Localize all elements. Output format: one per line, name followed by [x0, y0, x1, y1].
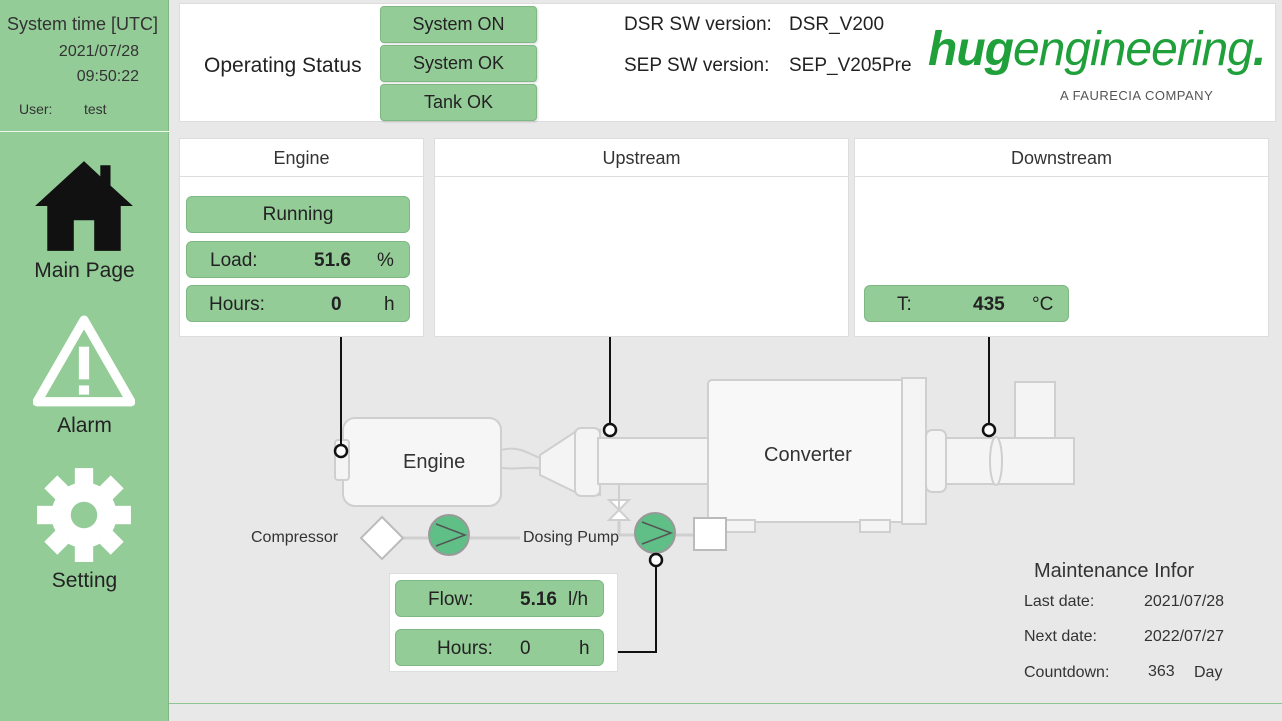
dsr-version-label: DSR SW version:	[624, 14, 772, 35]
logo-subtitle: A FAURECIA COMPANY	[1060, 88, 1214, 103]
upstream-panel-title: Upstream	[435, 139, 848, 177]
countdown-unit: Day	[1194, 664, 1223, 681]
last-date-value: 2021/07/28	[1144, 593, 1225, 610]
operating-status-label: Operating Status	[204, 54, 362, 77]
engine-load-field: Load: 51.6 %	[186, 241, 410, 278]
system-time-box: System time [UTC] 2021/07/28 09:50:22 Us…	[0, 0, 169, 132]
header: Operating Status System ON System OK Tan…	[179, 3, 1276, 122]
flow-hours-unit: h	[579, 638, 590, 659]
system-date: 2021/07/28	[58, 43, 139, 60]
system-time: 09:50:22	[76, 68, 139, 85]
sidebar: System time [UTC] 2021/07/28 09:50:22 Us…	[0, 0, 169, 721]
downstream-t-unit: °C	[1032, 294, 1054, 315]
dosing-flow-box: Flow: 5.16 l/h Hours: 0 h	[389, 573, 618, 672]
dosing-unit-icon	[693, 517, 727, 551]
flow-field: Flow: 5.16 l/h	[395, 580, 604, 617]
sensor-points	[333, 422, 997, 568]
last-date-label: Last date:	[1024, 593, 1095, 610]
engine-panel-title: Engine	[180, 139, 423, 177]
logo-light: engineering	[1012, 23, 1254, 76]
engine-hours-value: 0	[331, 294, 342, 315]
tank-ok-button[interactable]: Tank OK	[380, 84, 537, 121]
flow-value: 5.16	[520, 589, 557, 610]
dosing-pump-icon	[634, 512, 676, 554]
dsr-version-value: DSR_V200	[789, 14, 885, 35]
home-icon	[35, 161, 133, 251]
next-date-label: Next date:	[1024, 628, 1097, 645]
maintenance-info: Maintenance Infor Last date: 2021/07/28 …	[1020, 558, 1250, 698]
engine-load-label: Load:	[210, 250, 258, 271]
downstream-panel: Downstream T: 435 °C	[854, 138, 1269, 337]
downstream-t-label: T:	[897, 294, 912, 315]
system-on-button[interactable]: System ON	[380, 6, 537, 43]
flow-unit: l/h	[568, 589, 589, 610]
nav-alarm[interactable]: Alarm	[0, 312, 169, 462]
flow-hours-label: Hours:	[437, 638, 493, 659]
system-ok-button[interactable]: System OK	[380, 45, 537, 82]
bottom-divider	[169, 703, 1282, 704]
compressor-pump-icon	[428, 514, 470, 556]
user-label: User:	[19, 101, 53, 117]
flow-label: Flow:	[428, 589, 474, 610]
nav-setting-label: Setting	[51, 569, 118, 592]
flow-hours-value: 0	[520, 638, 531, 659]
next-date-value: 2022/07/27	[1144, 628, 1225, 645]
engine-hours-unit: h	[384, 294, 395, 315]
flow-hours-field: Hours: 0 h	[395, 629, 604, 666]
logo-dot: .	[1252, 23, 1266, 76]
engine-state-badge: Running	[186, 196, 410, 233]
nav-setting[interactable]: Setting	[0, 462, 169, 612]
gear-icon	[37, 468, 131, 562]
sep-version-label: SEP SW version:	[624, 55, 770, 76]
sensor-connectors	[340, 337, 990, 653]
sep-version-value: SEP_V205Pre	[789, 55, 912, 76]
maintenance-title: Maintenance Infor	[1034, 560, 1195, 582]
logo-wordmark: hugengineering.	[928, 22, 1266, 77]
company-logo: hugengineering. A FAURECIA COMPANY	[928, 22, 1266, 112]
engine-load-value: 51.6	[314, 250, 351, 271]
engine-load-unit: %	[377, 250, 394, 271]
downstream-panel-title: Downstream	[855, 139, 1268, 177]
converter-label: Converter	[764, 444, 852, 466]
compressor-label: Compressor	[251, 529, 339, 546]
nav-main-page[interactable]: Main Page	[0, 150, 169, 300]
engine-hours-field: Hours: 0 h	[186, 285, 410, 322]
engine-panel: Engine Running Load: 51.6 % Hours: 0 h	[179, 138, 424, 337]
compressor-icon	[359, 515, 405, 561]
countdown-label: Countdown:	[1024, 664, 1110, 681]
pipe-drawing	[334, 377, 1075, 533]
nav-alarm-label: Alarm	[57, 414, 112, 437]
dosing-pump-label: Dosing Pump	[523, 529, 620, 546]
system-time-label: System time [UTC]	[7, 14, 159, 34]
engine-hours-label: Hours:	[209, 294, 265, 315]
downstream-temperature-field: T: 435 °C	[864, 285, 1069, 322]
engine-diagram-label: Engine	[403, 451, 466, 473]
countdown-value: 363	[1148, 663, 1175, 680]
alarm-icon	[33, 315, 135, 407]
nav-main-page-label: Main Page	[34, 259, 135, 282]
logo-bold: hug	[928, 23, 1014, 76]
user-value: test	[84, 101, 107, 117]
upstream-panel: Upstream	[434, 138, 849, 337]
downstream-t-value: 435	[973, 294, 1005, 315]
